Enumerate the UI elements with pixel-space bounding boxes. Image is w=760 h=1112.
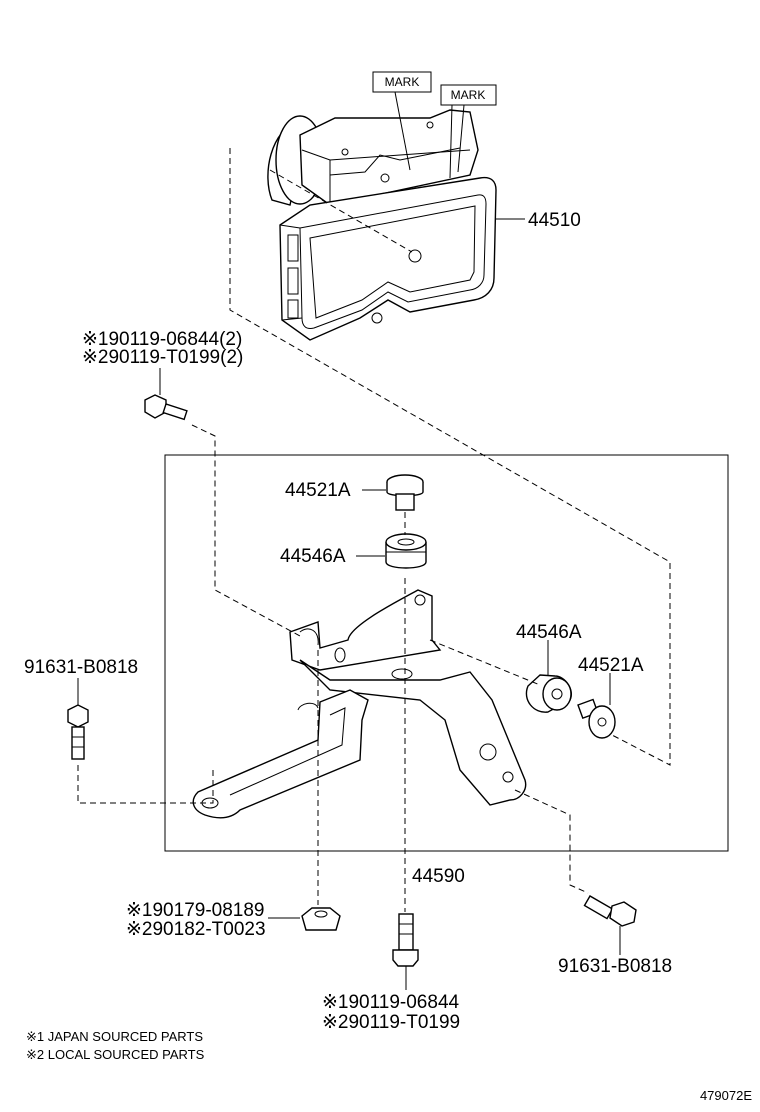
label-bolt-top-2: ※290119-T0199(2) bbox=[82, 347, 243, 368]
labels: MARK MARK 44510 ※190119-06844(2) ※290119… bbox=[24, 75, 752, 1103]
bolt-right[interactable] bbox=[583, 895, 637, 955]
label-44510: 44510 bbox=[528, 210, 581, 231]
figure-id: 479072E bbox=[700, 1088, 752, 1103]
label-nut-1: ※190179-08189 bbox=[126, 900, 264, 921]
mark-box-2 bbox=[440, 84, 497, 106]
label-nut-2: ※290182-T0023 bbox=[126, 919, 266, 940]
abs-actuator[interactable] bbox=[267, 71, 525, 341]
label-44590: 44590 bbox=[412, 866, 465, 887]
mark-label-2: MARK bbox=[451, 88, 486, 102]
cushion-top[interactable] bbox=[362, 474, 424, 511]
note-japan: ※1 JAPAN SOURCED PARTS bbox=[26, 1029, 203, 1044]
note-local: ※2 LOCAL SOURCED PARTS bbox=[26, 1047, 205, 1062]
mark-box-1 bbox=[372, 71, 432, 93]
label-bolt-top-1: ※190119-06844(2) bbox=[82, 329, 242, 350]
mark-label-1: MARK bbox=[385, 75, 420, 89]
label-bolt-bottom-2: ※290119-T0199 bbox=[322, 1012, 460, 1033]
label-bolt-left: 91631-B0818 bbox=[24, 657, 138, 678]
bolt-upper-left[interactable] bbox=[144, 368, 188, 421]
label-bolt-bottom-1: ※190119-06844 bbox=[322, 992, 460, 1013]
bracket[interactable] bbox=[192, 589, 527, 819]
grommet-top[interactable] bbox=[356, 533, 427, 569]
bolt-left[interactable] bbox=[67, 678, 89, 760]
label-grommet-top: 44546A bbox=[280, 546, 346, 567]
nut[interactable] bbox=[268, 907, 341, 931]
label-bolt-right: 91631-B0818 bbox=[558, 956, 672, 977]
bolt-bottom[interactable] bbox=[392, 913, 419, 990]
label-grommet-right: 44546A bbox=[516, 622, 582, 643]
label-cushion-top: 44521A bbox=[285, 480, 351, 501]
label-cushion-right: 44521A bbox=[578, 655, 644, 676]
assembly-lines bbox=[77, 148, 671, 912]
cushion-right[interactable] bbox=[577, 673, 616, 739]
bracket-assembly-frame bbox=[164, 454, 729, 852]
grommet-right[interactable] bbox=[525, 640, 572, 713]
